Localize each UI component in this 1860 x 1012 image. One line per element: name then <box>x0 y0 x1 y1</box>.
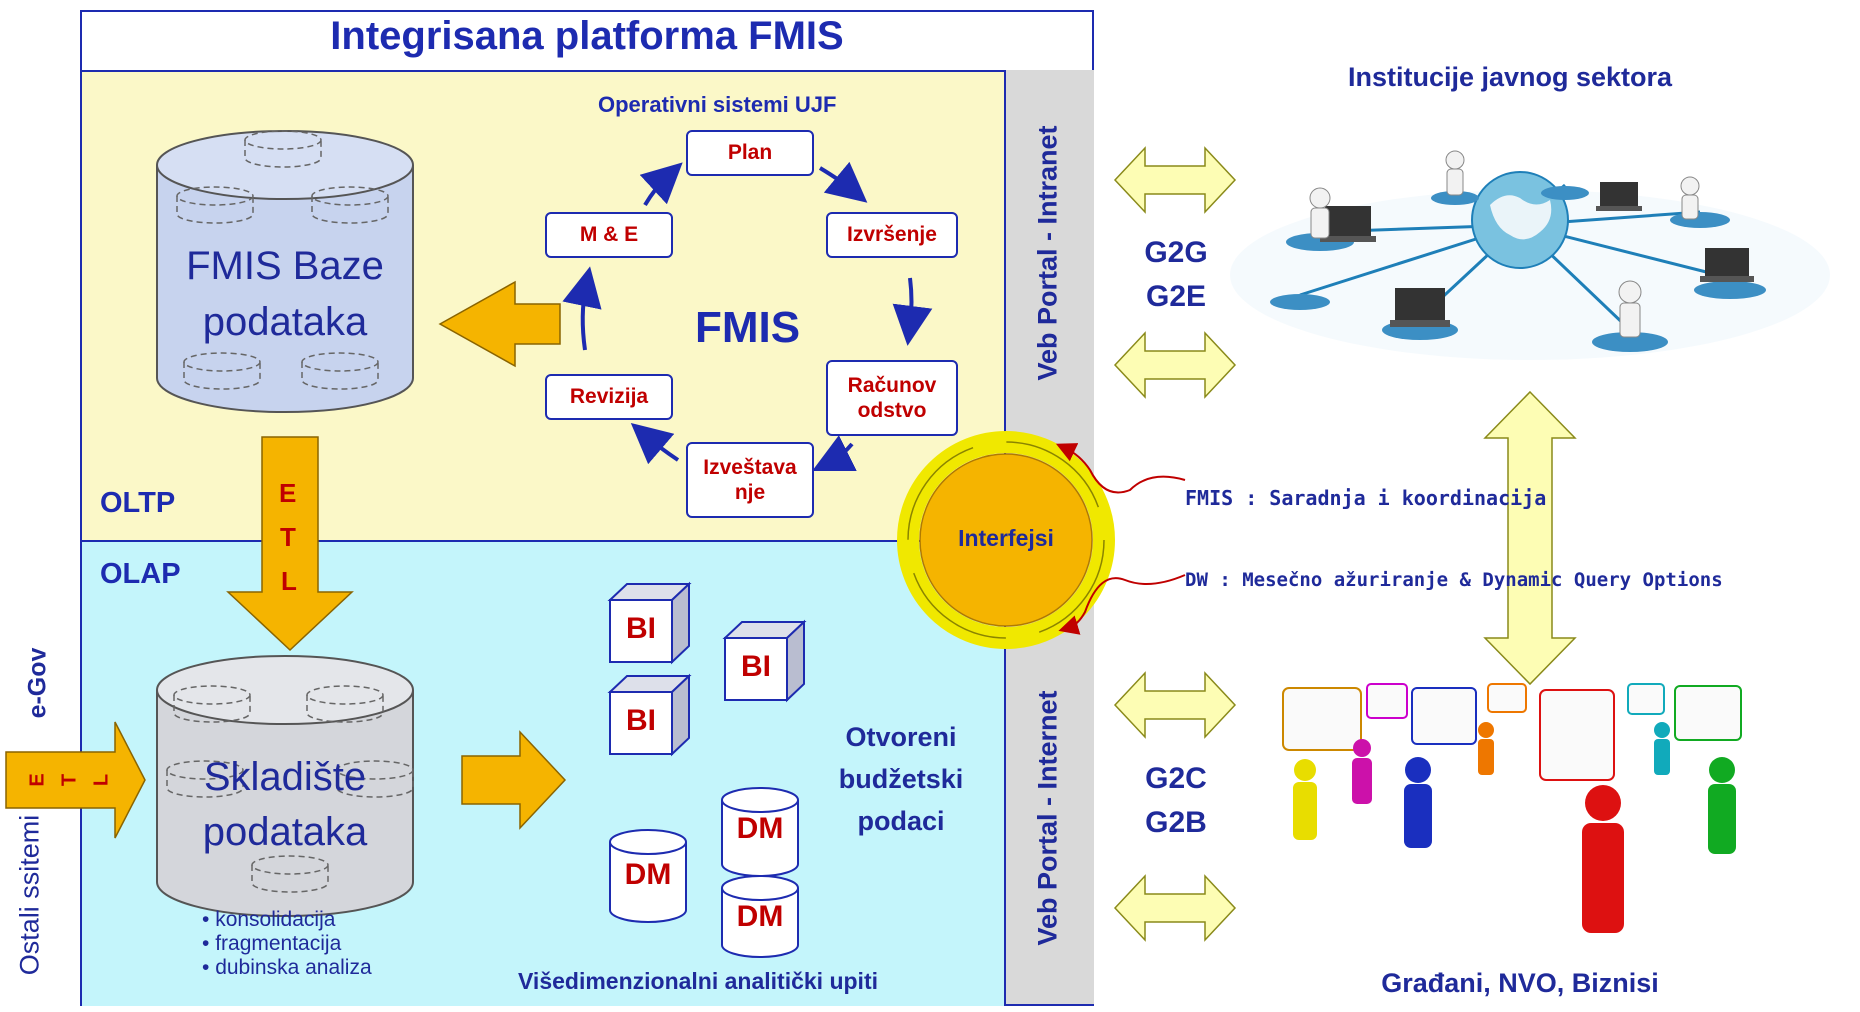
bullet-item: dubinska analiza <box>202 956 371 980</box>
etl-letter-e: E <box>279 478 297 508</box>
other-systems-label: Ostali ssitemi <box>14 814 45 976</box>
dw-note: DW : Mesečno ažuriranje & Dynamic Query … <box>1185 569 1723 591</box>
left-etl-letter-l: L <box>90 773 113 787</box>
portal-internet-label: Veb Portal - Internet <box>1032 690 1063 946</box>
vertical-double-arrow-icon <box>1483 390 1577 686</box>
step-plan: Plan <box>686 130 814 176</box>
bi-cube-icon <box>607 581 692 665</box>
step-racunovodstvo-label-1: Računov <box>847 373 937 397</box>
people-speech-bubbles-icon <box>1282 683 1742 933</box>
dm-label: DM <box>624 858 672 891</box>
step-me-label: M & E <box>579 223 639 247</box>
connector-lower-icon <box>1058 574 1186 635</box>
cycle-title: Operativni sistemi UJF <box>598 92 837 117</box>
step-plan-label: Plan <box>727 141 773 165</box>
data-warehouse-icon <box>156 655 414 917</box>
step-revizija: Revizija <box>545 374 673 420</box>
bullet-item: konsolidacija <box>202 908 372 932</box>
etl-left-arrow-icon <box>5 721 146 839</box>
dm-cylinder-icon <box>721 875 799 958</box>
egov-label: e-Gov <box>23 647 52 719</box>
dm-cylinder-icon <box>609 829 687 923</box>
step-izvrsenje-label: Izvršenje <box>847 223 937 247</box>
queries-label: Višedimenzionalni analitički upiti <box>518 968 878 994</box>
open-data-line-2: budžetski <box>838 764 964 794</box>
citizens-label: Građani, NVO, Biznisi <box>1381 968 1659 998</box>
g2g-double-arrow-icon <box>1113 146 1237 214</box>
step-me: M & E <box>545 212 673 258</box>
bi-cube-icon <box>722 619 807 703</box>
platform-title: Integrisana platforma FMIS <box>330 14 844 58</box>
dw-label-1: Skladište <box>203 755 367 799</box>
bi-label: BI <box>626 612 656 645</box>
step-revizija-label: Revizija <box>569 385 649 409</box>
left-etl-letter-e: E <box>26 773 49 787</box>
public-institutions-label: Institucije javnog sektora <box>1347 62 1673 92</box>
bi-label: BI <box>741 650 771 683</box>
open-data-line-1: Otvoreni <box>845 722 957 752</box>
step-racunovodstvo-label-2: odstvo <box>857 399 927 422</box>
portal-intranet-label: Veb Portal - Intranet <box>1032 125 1063 381</box>
olap-label: OLAP <box>100 558 181 590</box>
interfaces-ring-icon <box>897 431 1115 649</box>
etl-down-arrow-icon <box>226 436 354 652</box>
interfaces-label: Interfejsi <box>958 525 1054 551</box>
network-illustration-icon <box>1230 150 1830 360</box>
dm-label: DM <box>736 812 784 845</box>
step-izvrsenje: Izvršenje <box>826 212 958 258</box>
dw-bullet-list: konsolidacija fragmentacija dubinska ana… <box>202 908 372 980</box>
g2b-double-arrow-icon <box>1113 874 1237 942</box>
fmis-db-label-1: FMIS Baze <box>186 244 384 288</box>
etl-letter-t: T <box>280 522 296 552</box>
dw-label-2: podataka <box>202 810 368 854</box>
dm-cylinder-icon <box>721 787 799 877</box>
bullet-item: fragmentacija <box>202 932 372 956</box>
g2c-double-arrow-icon <box>1113 671 1237 739</box>
open-data-line-3: podaci <box>857 806 945 836</box>
arrow-dw-to-bi-icon <box>461 730 567 830</box>
g2e-double-arrow-icon <box>1113 331 1237 399</box>
left-etl-letter-t: T <box>58 773 81 787</box>
oltp-label: OLTP <box>100 487 176 519</box>
bi-cube-icon <box>607 673 692 757</box>
dm-label: DM <box>736 900 784 933</box>
fmis-note: FMIS : Saradnja i koordinacija <box>1185 486 1547 510</box>
g2c-label: G2C <box>1145 762 1207 795</box>
connector-upper-icon <box>1055 443 1186 494</box>
step-izvestavanje-label-2: nje <box>734 481 766 504</box>
g2e-label: G2E <box>1145 280 1207 313</box>
arrow-cycle-to-db-icon <box>438 280 561 368</box>
fmis-db-label-2: podataka <box>202 300 368 344</box>
fmis-database-icon <box>156 130 414 413</box>
etl-letter-l: L <box>281 566 297 596</box>
g2b-label: G2B <box>1145 806 1207 839</box>
g2g-label: G2G <box>1144 236 1208 269</box>
step-izvestavanje-label-1: Izveštava <box>703 455 797 479</box>
bi-label: BI <box>626 704 656 737</box>
fmis-center-label: FMIS <box>695 303 801 352</box>
